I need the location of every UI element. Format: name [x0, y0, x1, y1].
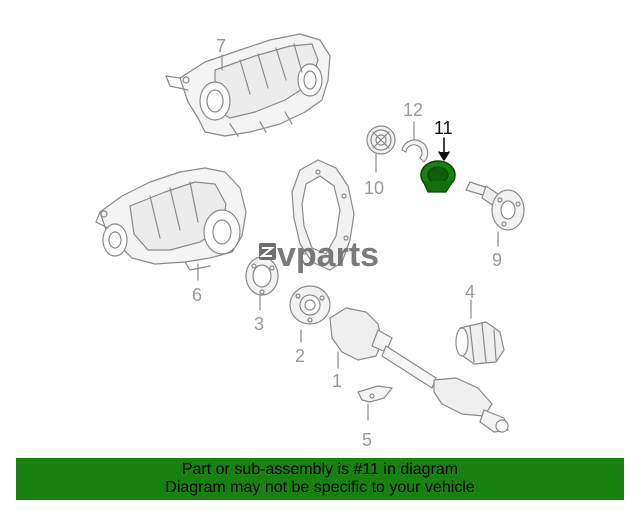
watermark-logo: vparts	[259, 236, 379, 274]
parts-diagram: vparts 7 6 3 2 1 5 4 9 10 11 12	[95, 33, 525, 450]
bearing-10[interactable]	[366, 125, 396, 155]
output-flange-9[interactable]	[465, 181, 525, 231]
seal-11[interactable]	[420, 160, 456, 193]
callout-1[interactable]: 1	[332, 371, 342, 391]
flange-3[interactable]	[245, 256, 279, 296]
cv-boot-4[interactable]	[455, 321, 505, 365]
callout-7[interactable]: 7	[216, 36, 226, 56]
snap-ring-12[interactable]	[401, 139, 429, 163]
leader-lines	[197, 54, 499, 421]
callout-11[interactable]: 11	[434, 118, 453, 138]
banner-line-1: Part or sub-assembly is #11 in diagram	[181, 461, 459, 478]
callout-10[interactable]: 10	[364, 178, 384, 198]
callout-9[interactable]: 9	[492, 250, 502, 270]
differential-housing-lower[interactable]	[95, 167, 247, 271]
info-banner: Part or sub-assembly is #11 in diagram D…	[16, 458, 624, 500]
callout-5[interactable]: 5	[362, 430, 372, 450]
callout-2[interactable]: 2	[295, 346, 305, 366]
differential-housing-upper[interactable]	[165, 33, 331, 137]
callout-4[interactable]: 4	[465, 282, 475, 302]
watermark-text: vparts	[277, 236, 379, 274]
leader-arrow-11	[438, 151, 450, 161]
flange-2[interactable]	[289, 285, 331, 325]
banner-line-2: Diagram may not be specific to your vehi…	[165, 479, 475, 496]
clamp-5[interactable]	[357, 385, 393, 403]
callout-6[interactable]: 6	[192, 285, 202, 305]
callout-3[interactable]: 3	[254, 314, 264, 334]
callout-12[interactable]: 12	[403, 100, 423, 120]
callout-labels: 7 6 3 2 1 5 4 9 10 11 12	[192, 36, 502, 450]
differential-cover-plate[interactable]	[291, 159, 355, 271]
axle-shaft-1[interactable]	[329, 307, 509, 433]
